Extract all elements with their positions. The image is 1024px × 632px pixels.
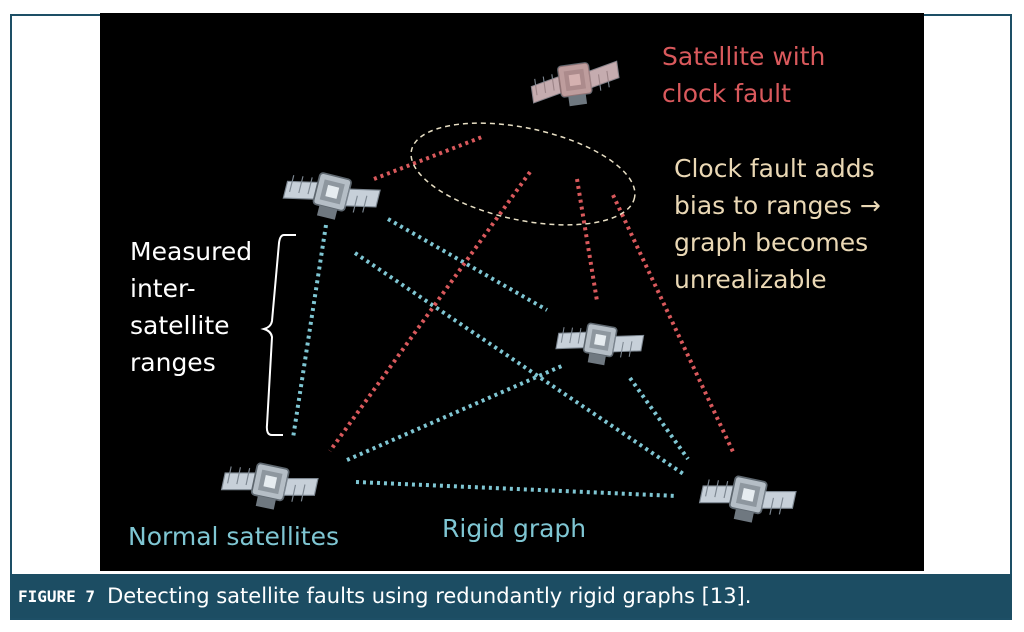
range-line <box>346 363 565 462</box>
range-line <box>575 178 599 302</box>
label-line: inter- <box>130 274 196 303</box>
satellite-icon <box>218 455 320 519</box>
figure-caption: Detecting satellite faults using redunda… <box>107 584 752 608</box>
range-line <box>387 217 548 312</box>
label-line: clock fault <box>662 79 791 108</box>
label-line: bias to ranges → <box>674 191 881 220</box>
figure-caption-bar: FIGURE 7 Detecting satellite faults usin… <box>10 574 1012 618</box>
range-line <box>291 224 328 439</box>
label-line: Measured <box>130 237 253 266</box>
range-line <box>628 376 690 461</box>
figure-number: FIGURE 7 <box>18 586 96 606</box>
faulty-satellite-label: Satellite with clock fault <box>662 38 825 112</box>
satellite-icon <box>696 468 798 532</box>
label-line: graph becomes <box>674 228 869 257</box>
range-line <box>328 170 532 453</box>
measured-ranges-label: Measured inter- satellite ranges <box>130 233 252 381</box>
satellite-icon <box>528 57 623 112</box>
diagram-canvas <box>218 57 798 532</box>
fault-effect-label: Clock fault adds bias to ranges → graph … <box>674 150 881 298</box>
fault-ellipse <box>410 122 636 226</box>
faulty-range-lines <box>328 135 736 455</box>
diagram-panel: Satellite with clock fault Clock fault a… <box>100 13 924 571</box>
range-line <box>355 480 678 498</box>
label-line: Clock fault adds <box>674 154 875 183</box>
normal-satellites-label: Normal satellites <box>128 522 339 551</box>
normal-range-lines <box>291 217 690 498</box>
satellite-icon <box>553 317 645 372</box>
range-line <box>611 194 736 455</box>
label-line: satellite <box>130 311 230 340</box>
label-line: ranges <box>130 348 216 377</box>
rigid-graph-label: Rigid graph <box>442 514 587 543</box>
range-line <box>353 251 687 477</box>
label-line: Satellite with <box>662 42 826 71</box>
range-line <box>373 135 483 181</box>
satellite-icon <box>280 164 382 230</box>
label-line: unrealizable <box>674 265 827 294</box>
range-brace <box>260 234 296 436</box>
